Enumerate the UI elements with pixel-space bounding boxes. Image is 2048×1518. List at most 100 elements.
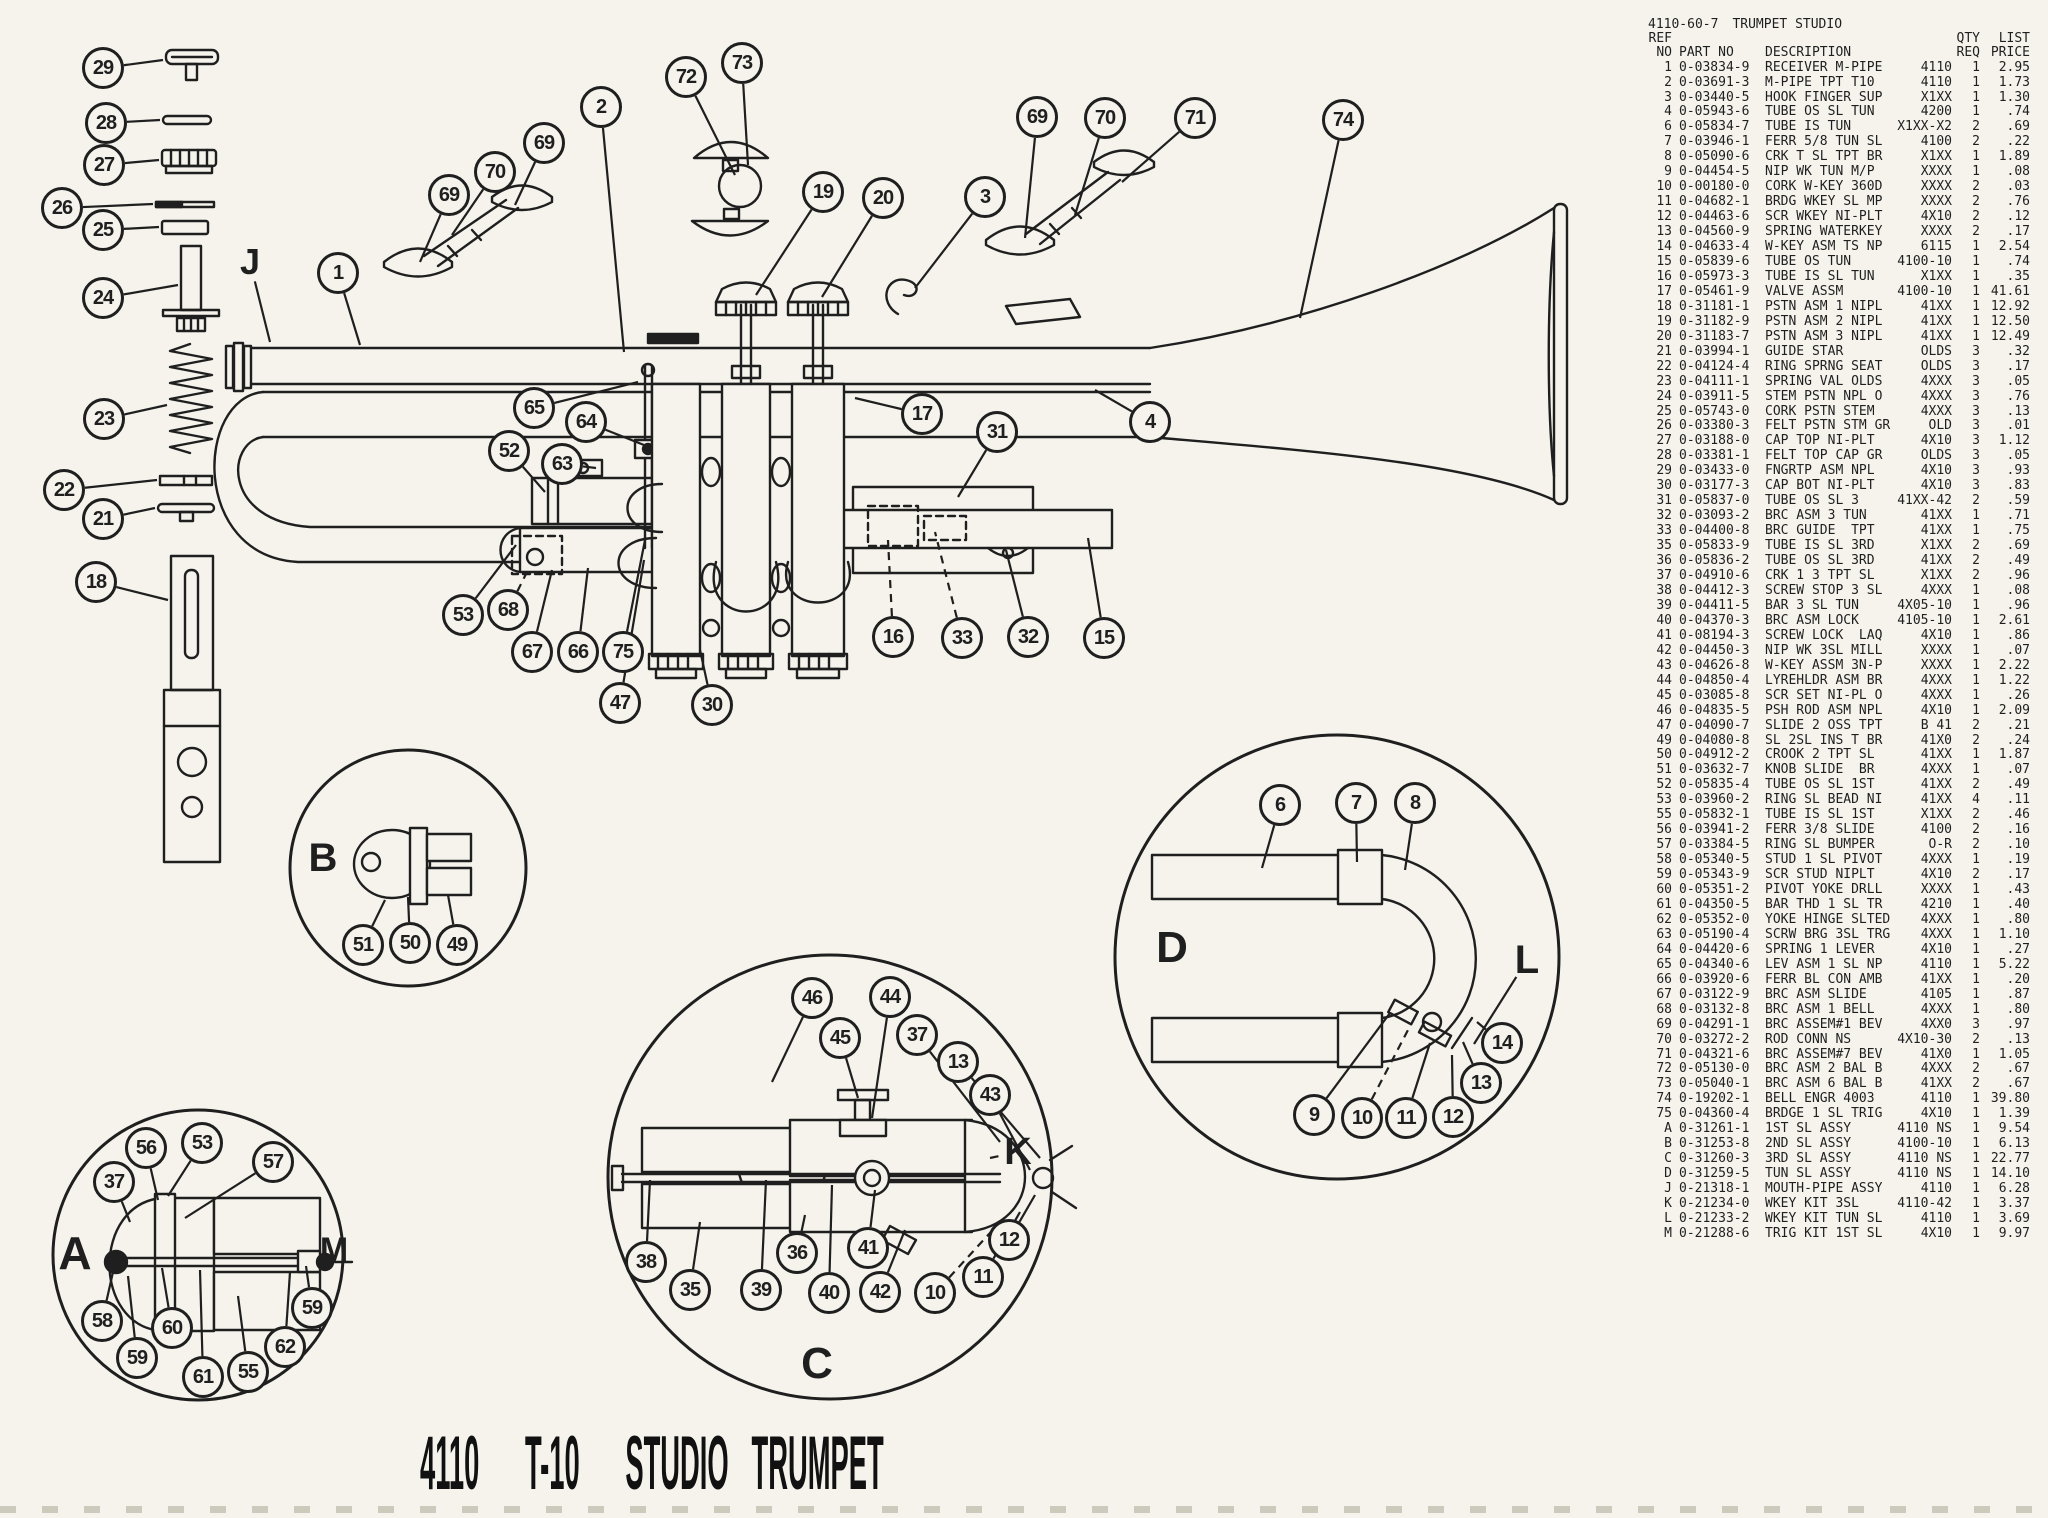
cell-ref: 11	[1656, 194, 1672, 210]
cell-price: 1.12	[1998, 433, 2030, 449]
cell-price: .80	[2006, 1001, 2030, 1017]
callout-26: 26	[41, 187, 83, 229]
cell-price: .27	[2006, 941, 2030, 957]
cell-price: 1.89	[1998, 149, 2030, 165]
cell-qty: 1	[1972, 642, 1980, 658]
cell-model: 4100-10	[1897, 283, 1952, 299]
cell-desc: BRC ASM 6 BAL B	[1765, 1077, 1883, 1092]
cell-qty: 1	[1972, 582, 1980, 598]
cell-desc: CAP TOP NI-PLT	[1765, 434, 1875, 449]
cell-price: .19	[2006, 852, 2030, 868]
cell-qty: 1	[1972, 882, 1980, 898]
cell-ref: 24	[1656, 388, 1672, 404]
cell-ref: 41	[1656, 627, 1672, 643]
leader-line	[645, 1179, 652, 1242]
cell-part: 0-03834-9	[1679, 59, 1750, 75]
cell-qty: 4	[1972, 792, 1980, 808]
cell-ref: C	[1664, 1151, 1672, 1167]
callout-53: 53	[442, 594, 484, 636]
cell-model: 4XXX	[1920, 762, 1952, 778]
cell-part: 0-04321-6	[1679, 1046, 1750, 1062]
cell-part: 0-21318-1	[1679, 1181, 1750, 1197]
leader-line	[1325, 1012, 1391, 1099]
cell-desc: BRDGE 1 SL TRIG	[1765, 1107, 1883, 1122]
leader-line	[870, 1017, 888, 1119]
leader-line	[418, 213, 442, 263]
cell-qty: 1	[1972, 508, 1980, 524]
cell-price: .08	[2006, 164, 2030, 180]
cell-part: 0-03920-6	[1679, 971, 1750, 987]
cell-desc: RING SL BUMPER	[1765, 838, 1875, 853]
cell-model: XXXX	[1920, 224, 1952, 240]
cell-qty: 1	[1972, 74, 1980, 90]
leader-line	[105, 1271, 115, 1301]
cell-model: 4XXX	[1920, 373, 1952, 389]
cell-qty: 1	[1972, 298, 1980, 314]
leader-line	[1121, 131, 1180, 183]
cell-desc: CORK PSTN STEM	[1765, 404, 1875, 419]
cell-ref: 44	[1656, 672, 1672, 688]
cell-part: 0-05837-0	[1679, 493, 1750, 509]
cell-model: 4X10	[1920, 867, 1952, 883]
detail-letter-L: L	[1514, 938, 1540, 982]
cell-ref: 69	[1656, 1016, 1672, 1032]
callout-70: 70	[474, 151, 516, 193]
cell-desc: STEM PSTN NPL O	[1765, 389, 1883, 404]
cell-model: XXXX	[1920, 882, 1952, 898]
cell-qty: 1	[1972, 313, 1980, 329]
cell-part: 0-04370-3	[1679, 612, 1750, 628]
cell-part: 0-05836-2	[1679, 553, 1750, 569]
cell-price: 12.49	[1990, 328, 2030, 344]
cell-ref: 53	[1656, 792, 1672, 808]
cell-ref: 16	[1656, 268, 1672, 284]
cell-part: 0-03188-0	[1679, 433, 1750, 449]
cell-price: .69	[2006, 119, 2030, 135]
leader-line	[474, 544, 517, 599]
cell-ref: 20	[1656, 328, 1672, 344]
callout-69: 69	[1016, 96, 1058, 138]
cell-model: 4XXX	[1920, 1061, 1952, 1077]
cell-ref: 22	[1656, 358, 1672, 374]
page-title: 4110 T-10 STUDIO TRUMPET	[420, 1421, 884, 1506]
callout-33: 33	[941, 617, 983, 659]
leader-line	[821, 215, 873, 298]
cell-ref: 36	[1656, 553, 1672, 569]
callout-3: 3	[964, 176, 1006, 218]
cell-part: 0-03440-5	[1679, 89, 1750, 105]
callout-75: 75	[602, 631, 644, 673]
cell-model: 41X0	[1920, 732, 1952, 748]
cell-desc: SPRING 1 LEVER	[1765, 942, 1875, 957]
cell-model: 4210	[1920, 896, 1952, 912]
cell-desc: BRC GUIDE TPT	[1765, 524, 1875, 539]
cell-part: 0-03632-7	[1679, 762, 1750, 778]
leader-line	[514, 161, 537, 206]
cell-part: 0-31182-9	[1679, 313, 1750, 329]
cell-ref: 2	[1664, 74, 1672, 90]
cell-model: X1XX	[1920, 538, 1952, 554]
callout-69: 69	[428, 174, 470, 216]
cell-qty: 3	[1972, 388, 1980, 404]
cell-model: X1XX	[1920, 807, 1952, 823]
leader-line	[625, 539, 647, 632]
cell-qty: 2	[1972, 224, 1980, 240]
cell-model: 4110 NS	[1897, 1121, 1952, 1137]
leader-line	[605, 428, 645, 447]
leader-line	[1094, 389, 1133, 413]
cell-qty: 1	[1972, 1046, 1980, 1062]
detail-circle-d	[1113, 733, 1561, 1181]
cell-qty: 1	[1972, 1166, 1980, 1182]
callout-58: 58	[81, 1300, 123, 1342]
